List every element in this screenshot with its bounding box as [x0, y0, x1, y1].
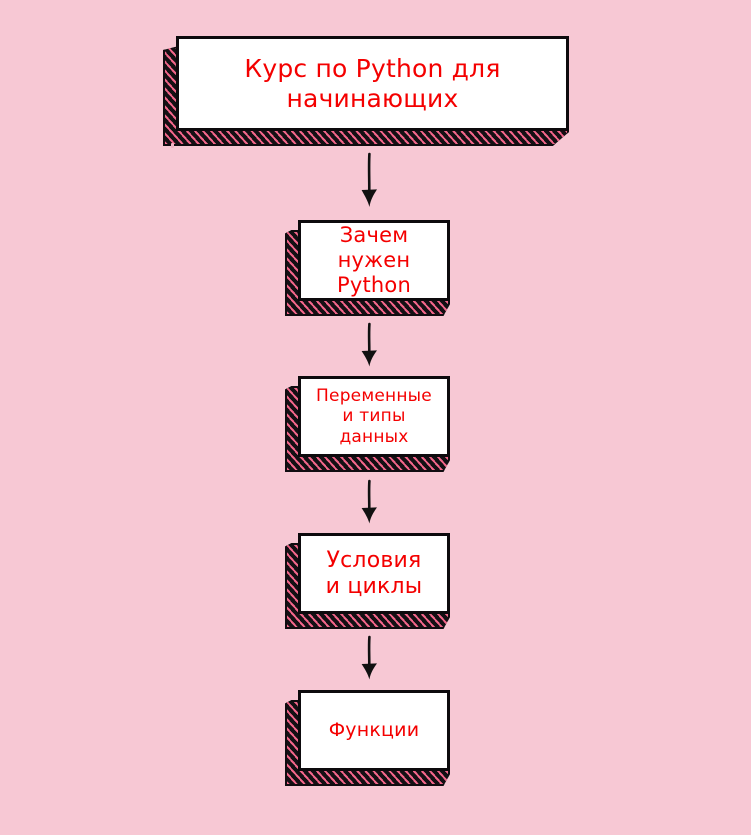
flowchart-arrow-cond-to-func: [347, 635, 391, 685]
node-face: Курс по Python для начинающих: [176, 36, 569, 131]
node-label-functions: Функции: [328, 719, 420, 742]
flowchart-node-why-python[interactable]: Зачем нужен Python: [285, 220, 450, 316]
node-face: Условия и циклы: [298, 533, 450, 614]
flowchart-arrow-vars-to-cond: [347, 479, 391, 529]
flowchart-node-functions[interactable]: Функции: [285, 690, 450, 786]
flowchart-arrow-why-to-vars: [347, 322, 391, 372]
node-label-title: Курс по Python для начинающих: [244, 54, 501, 113]
flowchart-node-title[interactable]: Курс по Python для начинающих: [163, 36, 569, 146]
node-label-why-python: Зачем нужен Python: [337, 223, 411, 297]
flowchart-node-conditions-loops[interactable]: Условия и циклы: [285, 533, 450, 629]
node-face: Переменные и типы данных: [298, 376, 450, 457]
node-face: Функции: [298, 690, 450, 771]
node-face: Зачем нужен Python: [298, 220, 450, 301]
node-label-variables: Переменные и типы данных: [316, 386, 432, 447]
stray-pencil-mark: [171, 143, 174, 148]
flowchart-node-variables[interactable]: Переменные и типы данных: [285, 376, 450, 472]
flowchart-arrow-title-to-why: [347, 152, 391, 214]
node-label-conditions-loops: Условия и циклы: [325, 547, 423, 599]
